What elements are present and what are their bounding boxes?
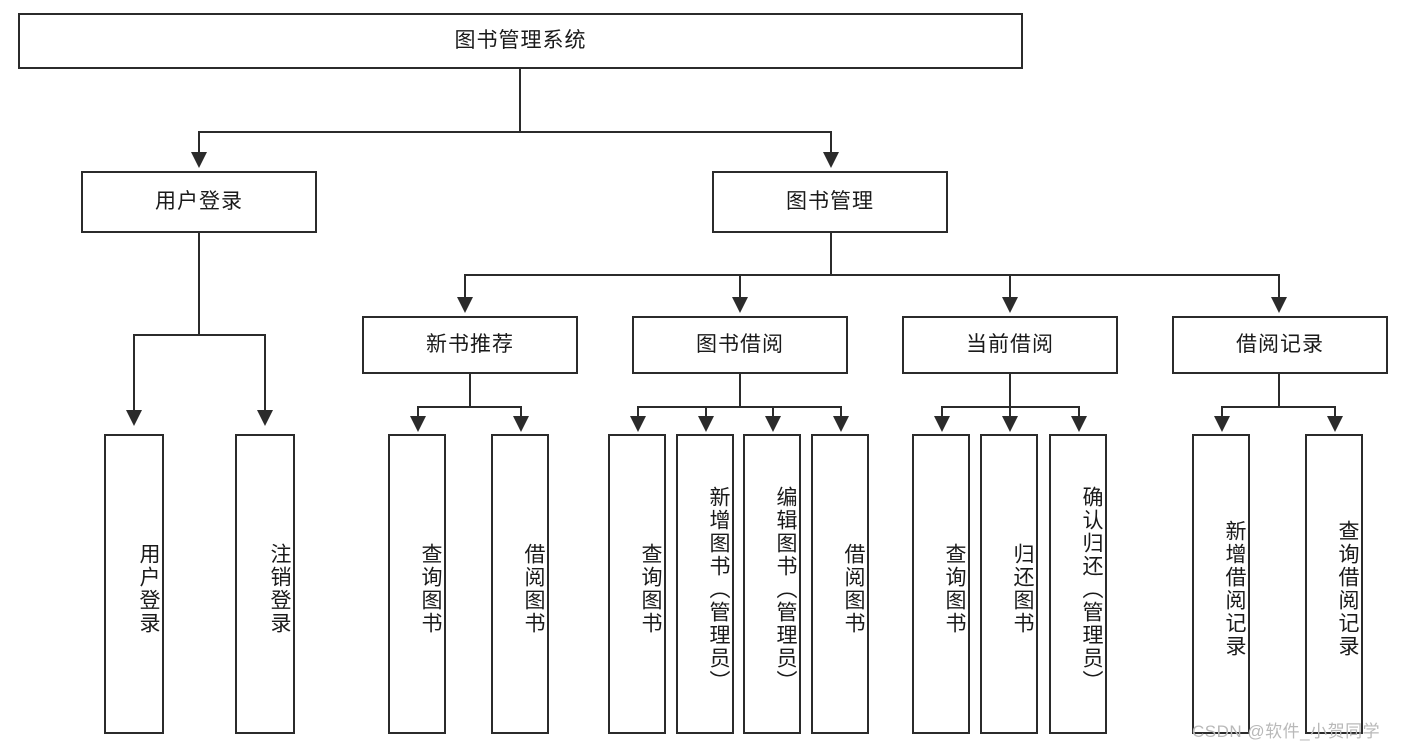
connector-book-borrow-stem <box>739 374 741 408</box>
node-label: 确认归还（管理员） <box>1080 485 1103 693</box>
leaf-recommend-query-book[interactable]: 查询图书 <box>388 434 446 734</box>
node-label: 图书管理系统 <box>454 29 587 53</box>
connector-book-management-bus <box>464 274 1279 276</box>
connector-new-book-child-1 <box>417 406 419 418</box>
connector-user-login-stem <box>198 233 200 335</box>
arrow-current-borrow-child-1 <box>934 416 950 432</box>
connector-current-borrow-stem <box>1009 374 1011 408</box>
connector-user-login-bus <box>133 334 264 336</box>
leaf-current-query-book[interactable]: 查询图书 <box>912 434 970 734</box>
leaf-borrow-edit-book-admin[interactable]: 编辑图书（管理员） <box>743 434 801 734</box>
arrow-borrow-record-child-1 <box>1214 416 1230 432</box>
node-label: 借阅图书 <box>842 543 865 635</box>
node-label: 新书推荐 <box>426 333 514 357</box>
node-label: 查询图书 <box>419 543 442 635</box>
node-label: 用户登录 <box>137 543 160 635</box>
arrow-book-borrow-child-4 <box>833 416 849 432</box>
node-borrow-record[interactable]: 借阅记录 <box>1172 316 1388 374</box>
arrow-bm-to-current-borrow <box>1002 297 1018 313</box>
leaf-borrow-query-book[interactable]: 查询图书 <box>608 434 666 734</box>
leaf-user-logout[interactable]: 注销登录 <box>235 434 295 734</box>
leaf-record-add-record[interactable]: 新增借阅记录 <box>1192 434 1250 734</box>
arrow-borrow-record-child-2 <box>1327 416 1343 432</box>
arrow-book-borrow-child-3 <box>765 416 781 432</box>
leaf-borrow-add-book-admin[interactable]: 新增图书（管理员） <box>676 434 734 734</box>
node-label: 借阅记录 <box>1236 333 1324 357</box>
connector-borrow-record-child-1 <box>1221 406 1223 418</box>
node-root-book-management-system[interactable]: 图书管理系统 <box>18 13 1023 69</box>
node-book-borrow[interactable]: 图书借阅 <box>632 316 848 374</box>
node-new-book-recommend[interactable]: 新书推荐 <box>362 316 578 374</box>
connector-root-bus <box>198 131 832 133</box>
arrow-new-book-child-1 <box>410 416 426 432</box>
node-label: 注销登录 <box>268 543 291 635</box>
connector-borrow-record-stem <box>1278 374 1280 408</box>
node-label: 借阅图书 <box>522 543 545 635</box>
watermark-csdn: CSDN @软件_小贺同学 <box>1192 722 1381 741</box>
node-book-management[interactable]: 图书管理 <box>712 171 948 233</box>
connector-current-borrow-child-1 <box>941 406 943 418</box>
connector-bm-to-current-borrow <box>1009 274 1011 299</box>
connector-current-borrow-child-2 <box>1009 406 1011 418</box>
connector-root-to-book-management <box>830 131 832 154</box>
arrow-root-to-user-login <box>191 152 207 168</box>
node-label: 新增图书（管理员） <box>707 485 730 693</box>
arrow-bm-to-new-book <box>457 297 473 313</box>
arrow-new-book-child-2 <box>513 416 529 432</box>
arrow-root-to-book-management <box>823 152 839 168</box>
node-label: 归还图书 <box>1011 543 1034 635</box>
connector-new-book-stem <box>469 374 471 408</box>
connector-book-management-stem <box>830 233 832 275</box>
node-label: 图书管理 <box>786 190 874 214</box>
node-current-borrow[interactable]: 当前借阅 <box>902 316 1118 374</box>
arrow-bm-to-book-borrow <box>732 297 748 313</box>
leaf-borrow-borrow-book[interactable]: 借阅图书 <box>811 434 869 734</box>
arrow-current-borrow-child-3 <box>1071 416 1087 432</box>
node-label: 查询借阅记录 <box>1336 520 1359 658</box>
arrow-book-borrow-child-1 <box>630 416 646 432</box>
connector-book-borrow-child-4 <box>840 406 842 418</box>
node-label: 新增借阅记录 <box>1223 520 1246 658</box>
connector-bm-to-borrow-record <box>1278 274 1280 299</box>
connector-user-login-child-2 <box>264 334 266 412</box>
leaf-current-confirm-return-admin[interactable]: 确认归还（管理员） <box>1049 434 1107 734</box>
connector-borrow-record-child-2 <box>1334 406 1336 418</box>
node-label: 用户登录 <box>155 190 243 214</box>
arrow-bm-to-borrow-record <box>1271 297 1287 313</box>
node-label: 图书借阅 <box>696 333 784 357</box>
node-label: 编辑图书（管理员） <box>774 485 797 693</box>
leaf-current-return-book[interactable]: 归还图书 <box>980 434 1038 734</box>
node-user-login[interactable]: 用户登录 <box>81 171 317 233</box>
arrow-user-login-child-1 <box>126 410 142 426</box>
connector-current-borrow-child-3 <box>1078 406 1080 418</box>
connector-book-borrow-child-1 <box>637 406 639 418</box>
leaf-record-query-record[interactable]: 查询借阅记录 <box>1305 434 1363 734</box>
arrow-book-borrow-child-2 <box>698 416 714 432</box>
leaf-recommend-borrow-book[interactable]: 借阅图书 <box>491 434 549 734</box>
connector-root-to-user-login <box>198 131 200 154</box>
connector-borrow-record-bus <box>1221 406 1336 408</box>
node-label: 查询图书 <box>639 543 662 635</box>
connector-user-login-child-1 <box>133 334 135 412</box>
connector-new-book-child-2 <box>520 406 522 418</box>
connector-root-stem <box>519 69 521 132</box>
leaf-user-login[interactable]: 用户登录 <box>104 434 164 734</box>
connector-bm-to-new-book <box>464 274 466 299</box>
arrow-user-login-child-2 <box>257 410 273 426</box>
connector-new-book-bus <box>417 406 522 408</box>
connector-book-borrow-child-3 <box>772 406 774 418</box>
node-label: 当前借阅 <box>966 333 1054 357</box>
connector-book-borrow-child-2 <box>705 406 707 418</box>
connector-book-borrow-bus <box>637 406 842 408</box>
arrow-current-borrow-child-2 <box>1002 416 1018 432</box>
connector-bm-to-book-borrow <box>739 274 741 299</box>
node-label: 查询图书 <box>943 543 966 635</box>
